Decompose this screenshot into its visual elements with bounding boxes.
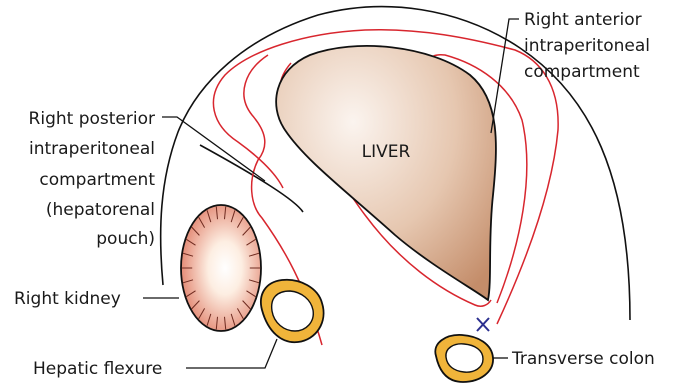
svg-text:intraperitoneal: intraperitoneal	[29, 139, 155, 159]
label-hepatic-flexure: Hepatic flexure	[33, 359, 162, 379]
liver-shape	[276, 46, 496, 300]
right-kidney	[181, 205, 261, 331]
svg-text:intraperitoneal: intraperitoneal	[524, 36, 650, 56]
svg-text:compartment: compartment	[524, 62, 640, 82]
hepatic-flexure-shape	[261, 280, 324, 342]
leader-right-anterior	[491, 19, 519, 133]
cross-marker	[477, 318, 489, 331]
liver-label: LIVER	[362, 142, 411, 162]
svg-text:(hepatorenal: (hepatorenal	[46, 200, 155, 220]
svg-text:pouch): pouch)	[96, 229, 155, 249]
label-right-kidney: Right kidney	[14, 289, 121, 309]
leader-right-posterior	[162, 117, 265, 181]
label-right-posterior: Right posterior intraperitoneal compartm…	[29, 109, 156, 249]
transverse-colon-shape	[435, 335, 493, 382]
label-right-anterior: Right anterior intraperitoneal compartme…	[524, 10, 650, 82]
svg-text:Right anterior: Right anterior	[524, 10, 642, 30]
svg-text:Right posterior: Right posterior	[29, 109, 155, 129]
label-transverse-colon: Transverse colon	[511, 349, 655, 369]
svg-text:compartment: compartment	[39, 170, 155, 190]
leader-hepatic-flexure	[186, 339, 277, 368]
